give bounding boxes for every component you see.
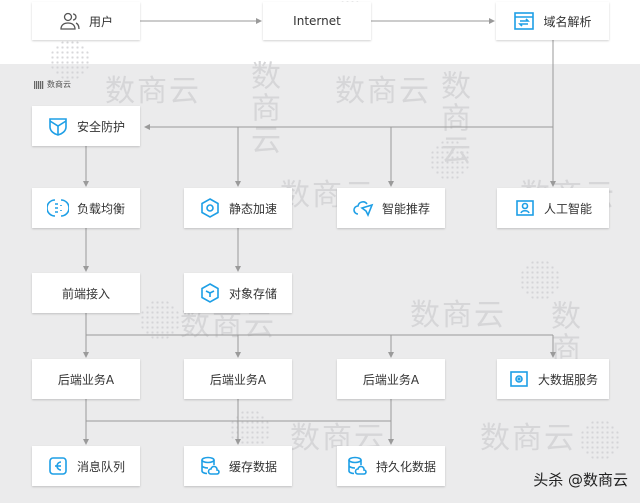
node-persist[interactable]: 持久化数据 xyxy=(337,446,445,486)
node-label: 缓存数据 xyxy=(228,459,277,474)
node-backend-3[interactable]: 后端业务A xyxy=(337,359,445,399)
node-mq[interactable]: 消息队列 xyxy=(32,446,140,486)
credit-text: 头杀 @数商云 xyxy=(533,471,628,489)
dns-swap-icon xyxy=(513,10,535,32)
node-dns[interactable]: 域名解析 xyxy=(496,2,609,40)
node-object-storage[interactable]: 对象存储 xyxy=(184,273,292,313)
node-bigdata[interactable]: 大数据服务 xyxy=(497,359,609,399)
cloud-send-icon xyxy=(352,197,374,219)
watermark-dots xyxy=(430,140,470,180)
node-backend-1[interactable]: 后端业务A xyxy=(32,359,140,399)
node-smart-recommend[interactable]: 智能推荐 xyxy=(337,188,445,228)
node-internet[interactable]: Internet xyxy=(263,2,371,40)
node-label: 静态加速 xyxy=(228,201,277,216)
bigdata-icon xyxy=(508,368,530,390)
watermark-dots xyxy=(580,420,620,460)
node-label: 负载均衡 xyxy=(76,201,125,216)
node-backend-2[interactable]: 后端业务A xyxy=(184,359,292,399)
load-balancer-icon xyxy=(46,197,69,219)
node-user[interactable]: 用户 xyxy=(32,2,140,40)
watermark-dots xyxy=(140,300,180,340)
watermark-dots xyxy=(50,40,90,80)
node-frontend[interactable]: 前端接入 xyxy=(32,273,140,313)
node-label: 域名解析 xyxy=(543,14,592,29)
node-label: 对象存储 xyxy=(228,286,277,301)
shield-icon xyxy=(47,115,69,137)
node-label: Internet xyxy=(293,14,341,28)
node-label: 安全防护 xyxy=(76,119,125,134)
logo-mark-icon xyxy=(34,80,44,89)
node-label: 智能推荐 xyxy=(381,201,430,216)
node-label: 后端业务A xyxy=(209,372,267,387)
watermark-dots xyxy=(520,260,560,300)
cube-icon xyxy=(199,282,221,304)
node-label: 后端业务A xyxy=(57,372,115,387)
logo-text: 数商云 xyxy=(47,80,71,89)
node-load-balance[interactable]: 负载均衡 xyxy=(32,188,140,228)
queue-icon xyxy=(47,455,69,477)
brand-logo: 数商云 xyxy=(34,79,71,90)
hexagon-accel-icon xyxy=(199,197,221,219)
node-cache[interactable]: 缓存数据 xyxy=(184,446,292,486)
node-ai[interactable]: 人工智能 xyxy=(497,188,609,228)
node-label: 消息队列 xyxy=(76,459,125,474)
node-label: 持久化数据 xyxy=(375,459,436,474)
ai-person-icon xyxy=(514,197,536,219)
node-label: 前端接入 xyxy=(61,286,110,301)
node-label: 用户 xyxy=(88,14,113,29)
node-label: 后端业务A xyxy=(362,372,420,387)
node-security[interactable]: 安全防护 xyxy=(32,106,140,146)
node-static-accel[interactable]: 静态加速 xyxy=(184,188,292,228)
node-label: 人工智能 xyxy=(543,201,592,216)
users-icon xyxy=(59,10,81,32)
db-cloud-icon xyxy=(199,455,221,477)
node-label: 大数据服务 xyxy=(537,372,598,387)
db-cloud-icon xyxy=(346,455,368,477)
